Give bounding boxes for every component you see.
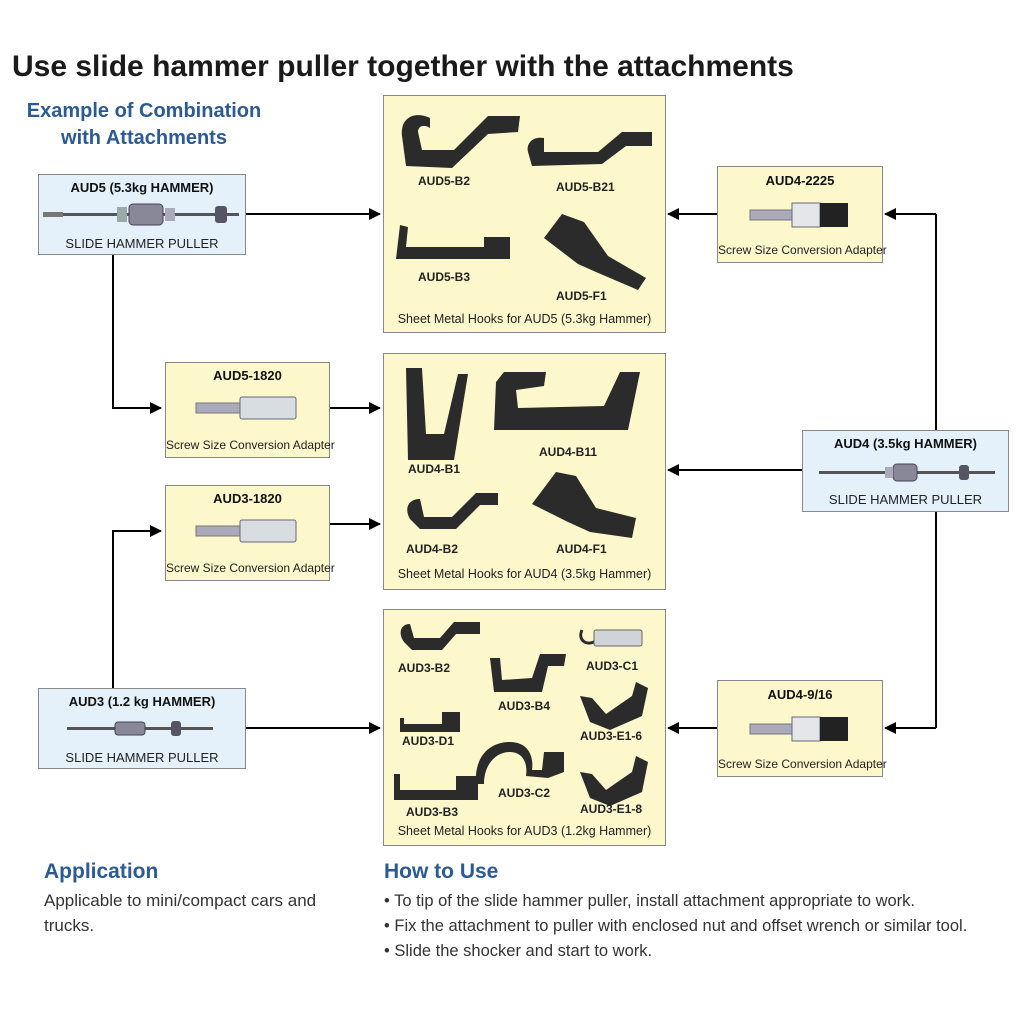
adapter-aud4-916-box: AUD4-9/16 Screw Size Conversion Adapter <box>717 680 887 777</box>
how-to-use-step: To tip of the slide hammer puller, insta… <box>384 889 1014 914</box>
how-to-use-step: Slide the shocker and start to work. <box>384 939 1014 964</box>
hook-aud3-b3-image <box>394 774 478 800</box>
hook-aud5-f1-label: AUD5-F1 <box>556 289 607 303</box>
hook-aud5-b21-image <box>527 132 652 166</box>
hook-aud3-e1-8-image <box>580 756 648 806</box>
how-to-use-list: To tip of the slide hammer puller, insta… <box>384 889 1014 964</box>
hook-aud3-d1-image <box>400 712 460 732</box>
hook-aud3-c1-label: AUD3-C1 <box>586 659 639 673</box>
hammer-aud4-box: AUD4 (3.5kg HAMMER) SLIDE HAMMER PULLER <box>802 430 1009 512</box>
hook-aud3-c2-image <box>475 742 564 784</box>
hammer-aud5-box: AUD5 (5.3kg HAMMER) SLIDE HAMMER PULLER <box>38 174 246 255</box>
hammer-aud4-subtitle: SLIDE HAMMER PULLER <box>828 492 983 507</box>
hookset-aud5-box: AUD5-B2 AUD5-B21 AUD5-B3 AUD5-F1 Sheet M… <box>383 95 666 333</box>
adapter-aud3-1820-caption: Screw Size Conversion Adapter <box>166 561 335 575</box>
hammer-aud3-subtitle: SLIDE HAMMER PULLER <box>65 750 219 765</box>
hook-aud5-b3-label: AUD5-B3 <box>418 270 471 284</box>
example-heading: Example of Combination with Attachments <box>26 100 262 149</box>
hook-aud4-b2-label: AUD4-B2 <box>406 542 459 556</box>
hook-aud3-b4-label: AUD3-B4 <box>498 699 551 713</box>
hook-aud3-e1-6-image <box>580 682 648 730</box>
hook-aud3-b3-label: AUD3-B3 <box>406 805 459 819</box>
hook-aud5-f1-image <box>544 214 646 290</box>
how-to-use-heading: How to Use <box>384 860 499 883</box>
adapter-aud5-1820-caption: Screw Size Conversion Adapter <box>166 438 335 452</box>
application-text: Applicable to mini/compact cars and truc… <box>44 891 317 935</box>
hook-aud3-b4-image <box>490 654 566 692</box>
adapter-aud4-2225-title: AUD4-2225 <box>765 173 835 188</box>
hook-aud4-f1-image <box>532 472 636 538</box>
hook-aud3-e1-6-label: AUD3-E1-6 <box>580 729 643 743</box>
hook-aud3-c2-label: AUD3-C2 <box>498 786 551 800</box>
hook-aud3-e1-8-label: AUD3-E1-8 <box>580 802 643 816</box>
hook-aud5-b3-image <box>396 225 510 259</box>
hookset-aud3-box: AUD3-B2 AUD3-C1 AUD3-B4 AUD3-E1-6 AUD3-D… <box>383 609 666 846</box>
how-to-use-step: Fix the attachment to puller with enclos… <box>384 914 1014 939</box>
hookset-aud3-caption: Sheet Metal Hooks for AUD3 (1.2kg Hammer… <box>397 824 652 838</box>
adapter-aud3-1820-box: AUD3-1820 Screw Size Conversion Adapter <box>165 485 335 581</box>
adapter-icon <box>195 396 297 420</box>
hammer-aud5-title: AUD5 (5.3kg HAMMER) <box>70 180 214 195</box>
hookset-aud5-caption: Sheet Metal Hooks for AUD5 (5.3kg Hammer… <box>397 312 652 326</box>
hook-aud4-b11-label: AUD4-B11 <box>539 445 598 459</box>
hook-aud3-c1-image <box>579 629 643 647</box>
adapter-icon <box>749 202 848 228</box>
hook-aud3-b2-image <box>400 622 480 650</box>
hook-aud4-b1-image <box>406 368 468 460</box>
hookset-aud4-caption: Sheet Metal Hooks for AUD4 (3.5kg Hammer… <box>397 567 652 581</box>
hook-aud4-b11-image <box>494 372 640 430</box>
adapter-icon <box>195 519 297 543</box>
hook-aud3-d1-label: AUD3-D1 <box>402 734 455 748</box>
slide-hammer-icon <box>67 721 213 736</box>
adapter-aud4-916-caption: Screw Size Conversion Adapter <box>718 757 887 771</box>
hook-aud4-f1-label: AUD4-F1 <box>556 542 607 556</box>
hammer-aud4-title: AUD4 (3.5kg HAMMER) <box>833 436 977 451</box>
hook-aud5-b2-image <box>401 115 520 168</box>
adapter-aud4-916-title: AUD4-9/16 <box>767 687 833 702</box>
adapter-aud5-1820-box: AUD5-1820 Screw Size Conversion Adapter <box>165 362 335 458</box>
adapter-aud4-2225-box: AUD4-2225 Screw Size Conversion Adapter <box>717 166 887 263</box>
hook-aud4-b1-label: AUD4-B1 <box>408 462 461 476</box>
hammer-aud5-subtitle: SLIDE HAMMER PULLER <box>65 236 219 251</box>
slide-hammer-icon <box>819 463 995 482</box>
hook-aud3-b2-label: AUD3-B2 <box>398 661 451 675</box>
adapter-aud5-1820-title: AUD5-1820 <box>213 368 282 383</box>
adapter-aud4-2225-caption: Screw Size Conversion Adapter <box>718 243 887 257</box>
hookset-aud4-box: AUD4-B1 AUD4-B11 AUD4-B2 AUD4-F1 Sheet M… <box>383 353 666 590</box>
page-title: Use slide hammer puller together with th… <box>12 50 794 83</box>
application-heading: Application <box>44 860 159 883</box>
hammer-aud3-title: AUD3 (1.2 kg HAMMER) <box>68 694 216 709</box>
adapter-aud3-1820-title: AUD3-1820 <box>213 491 282 506</box>
hammer-aud3-box: AUD3 (1.2 kg HAMMER) SLIDE HAMMER PULLER <box>38 688 246 769</box>
hook-aud5-b21-label: AUD5-B21 <box>556 180 615 194</box>
hook-aud4-b2-image <box>407 493 498 529</box>
adapter-icon <box>749 716 848 742</box>
hook-aud5-b2-label: AUD5-B2 <box>418 174 471 188</box>
slide-hammer-icon <box>43 203 239 226</box>
